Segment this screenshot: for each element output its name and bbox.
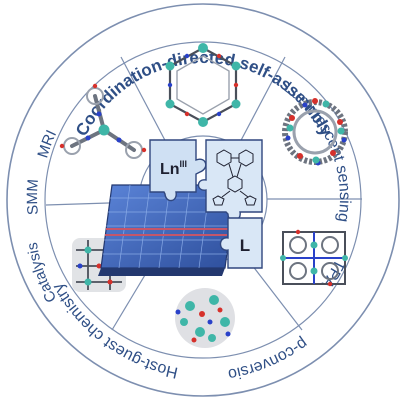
ligand-piece-upper <box>197 139 263 222</box>
ligand-puzzle-piece <box>219 217 263 269</box>
hexagon-structure <box>165 43 241 127</box>
board-grid <box>103 184 234 269</box>
ligand-drawing <box>212 149 257 206</box>
divider-mri-coordination <box>120 56 169 147</box>
cluster-structure <box>175 288 235 348</box>
tripodal-structure <box>59 83 147 159</box>
framework-structure <box>280 229 348 287</box>
label-smm-text: SMM <box>24 179 42 216</box>
ligand-label: L <box>240 236 250 255</box>
lanthanide-puzzle-piece <box>149 139 207 202</box>
divider-coordination-luminescent <box>237 56 286 147</box>
lanthanide-label-main: Ln <box>160 161 180 178</box>
board-edge <box>98 268 225 276</box>
lanthanide-label-superscript: III <box>180 159 188 169</box>
inner-ring <box>44 41 362 359</box>
lanthanide-label: LnIII <box>160 159 187 178</box>
cage-structure <box>282 98 348 166</box>
label-smm: SMM <box>24 179 42 216</box>
board-dotted-band <box>105 228 228 236</box>
center-puzzle-illustration: LnIII L <box>98 139 263 276</box>
